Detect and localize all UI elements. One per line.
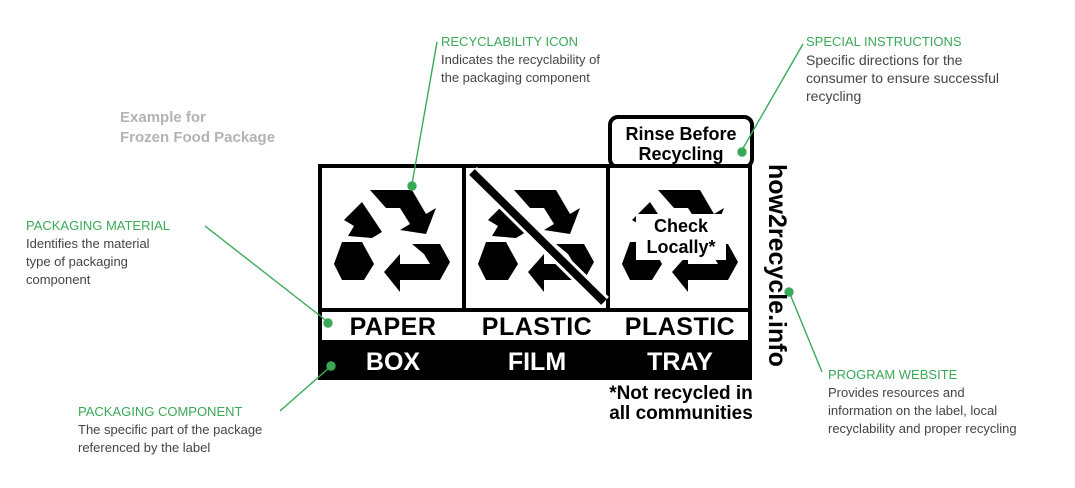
footnote-line-1: *Not recycled in bbox=[609, 383, 753, 404]
check-line-1: Check bbox=[653, 216, 709, 236]
annotation-desc: component bbox=[26, 272, 91, 287]
instruction-line-2: Recycling bbox=[638, 144, 724, 164]
annotation-program-website: PROGRAM WEBSITE Provides resources and i… bbox=[828, 366, 1017, 438]
annotation-desc: consumer to ensure successful bbox=[806, 70, 999, 86]
annotation-title: PROGRAM WEBSITE bbox=[828, 367, 958, 382]
annotation-title: SPECIAL INSTRUCTIONS bbox=[806, 34, 962, 49]
annotation-desc: Specific directions for the bbox=[806, 52, 963, 68]
annotation-desc: Identifies the material bbox=[26, 236, 150, 251]
check-locally-text: Check Locally* bbox=[636, 216, 726, 258]
component-row bbox=[318, 342, 752, 380]
annotation-desc: the packaging component bbox=[441, 70, 590, 85]
material-plastic-tray: PLASTIC bbox=[624, 313, 736, 341]
component-film: FILM bbox=[507, 348, 567, 376]
annotation-desc: Indicates the recyclability of bbox=[441, 52, 600, 67]
annotation-title: PACKAGING COMPONENT bbox=[78, 404, 243, 419]
annotation-desc: recycling bbox=[806, 88, 862, 104]
annotation-desc: recyclability and proper recycling bbox=[828, 421, 1017, 436]
not-recyclable-strike bbox=[469, 169, 607, 305]
annotation-desc: Provides resources and bbox=[828, 385, 965, 400]
component-box: BOX bbox=[365, 348, 421, 376]
annotation-packaging-component: PACKAGING COMPONENT The specific part of… bbox=[78, 403, 262, 457]
annotation-desc: referenced by the label bbox=[78, 440, 211, 455]
leader-lines bbox=[204, 41, 823, 412]
check-locally-backdrop bbox=[636, 214, 726, 260]
annotation-special-instructions: SPECIAL INSTRUCTIONS Specific directions… bbox=[806, 33, 999, 105]
check-line-2: Locally* bbox=[646, 237, 716, 257]
annotation-desc: type of packaging bbox=[26, 254, 128, 269]
annotation-title: PACKAGING MATERIAL bbox=[26, 218, 170, 233]
component-tray: TRAY bbox=[647, 348, 713, 376]
annotation-packaging-material: PACKAGING MATERIAL Identifies the materi… bbox=[26, 217, 170, 289]
example-heading: Example for Frozen Food Package bbox=[120, 108, 275, 148]
annotation-desc: The specific part of the package bbox=[78, 422, 263, 437]
annotation-recyclability-icon: RECYCLABILITY ICON Indicates the recycla… bbox=[441, 33, 600, 87]
example-line-1: Example for bbox=[120, 109, 206, 126]
program-website-text: how2recycle.info bbox=[763, 164, 791, 367]
footnote-text: *Not recycled in all communities bbox=[606, 384, 756, 424]
annotation-title: RECYCLABILITY ICON bbox=[441, 34, 579, 49]
example-line-2: Frozen Food Package bbox=[120, 129, 276, 146]
footnote-line-2: all communities bbox=[609, 403, 753, 424]
material-plastic-film: PLASTIC bbox=[481, 313, 593, 341]
instruction-line-1: Rinse Before bbox=[625, 124, 737, 144]
material-paper: PAPER bbox=[349, 313, 437, 341]
annotation-desc: information on the label, local bbox=[828, 403, 998, 418]
special-instructions-text: Rinse Before Recycling bbox=[612, 124, 750, 164]
